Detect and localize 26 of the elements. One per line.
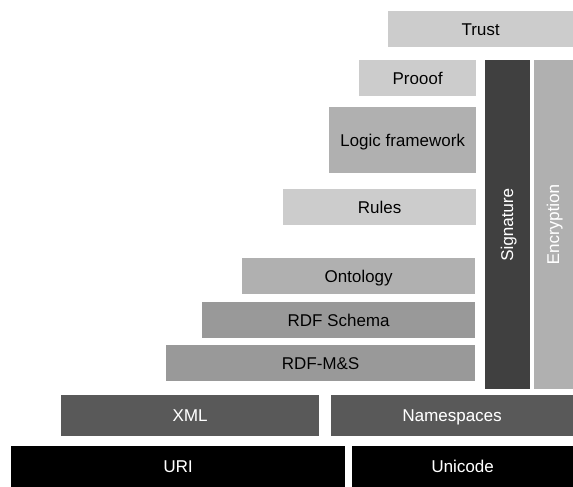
layer-bar — [242, 258, 475, 294]
layer-label: RDF Schema — [287, 310, 390, 330]
layer-label: Rules — [358, 196, 402, 218]
layer-bar — [485, 60, 530, 389]
layer-label: RDF-M&S — [282, 352, 360, 374]
layer-label: XML — [172, 405, 208, 426]
layer-bar — [388, 11, 573, 47]
layer-bar — [202, 302, 475, 338]
layer-bar — [329, 107, 476, 173]
layer-label: Trust — [461, 18, 500, 40]
layer-label: URI — [163, 456, 193, 477]
layer-label: Namespaces — [402, 405, 502, 426]
layer-label: Ontology — [324, 266, 393, 286]
layer-bar — [331, 395, 573, 436]
layer-bar — [166, 345, 475, 381]
layer-label: Signature — [497, 188, 518, 261]
layer-label: Encryption — [543, 184, 564, 265]
layer-bar — [11, 446, 345, 487]
layer-label: Unicode — [431, 456, 494, 477]
layer-bar — [283, 189, 476, 225]
layer-label: Logic framework — [340, 130, 465, 150]
layer-bar — [61, 395, 319, 436]
layer-bar — [352, 446, 573, 487]
layer-label: Prooof — [392, 68, 443, 88]
layer-bar — [534, 60, 573, 389]
layer-bar — [359, 60, 476, 96]
